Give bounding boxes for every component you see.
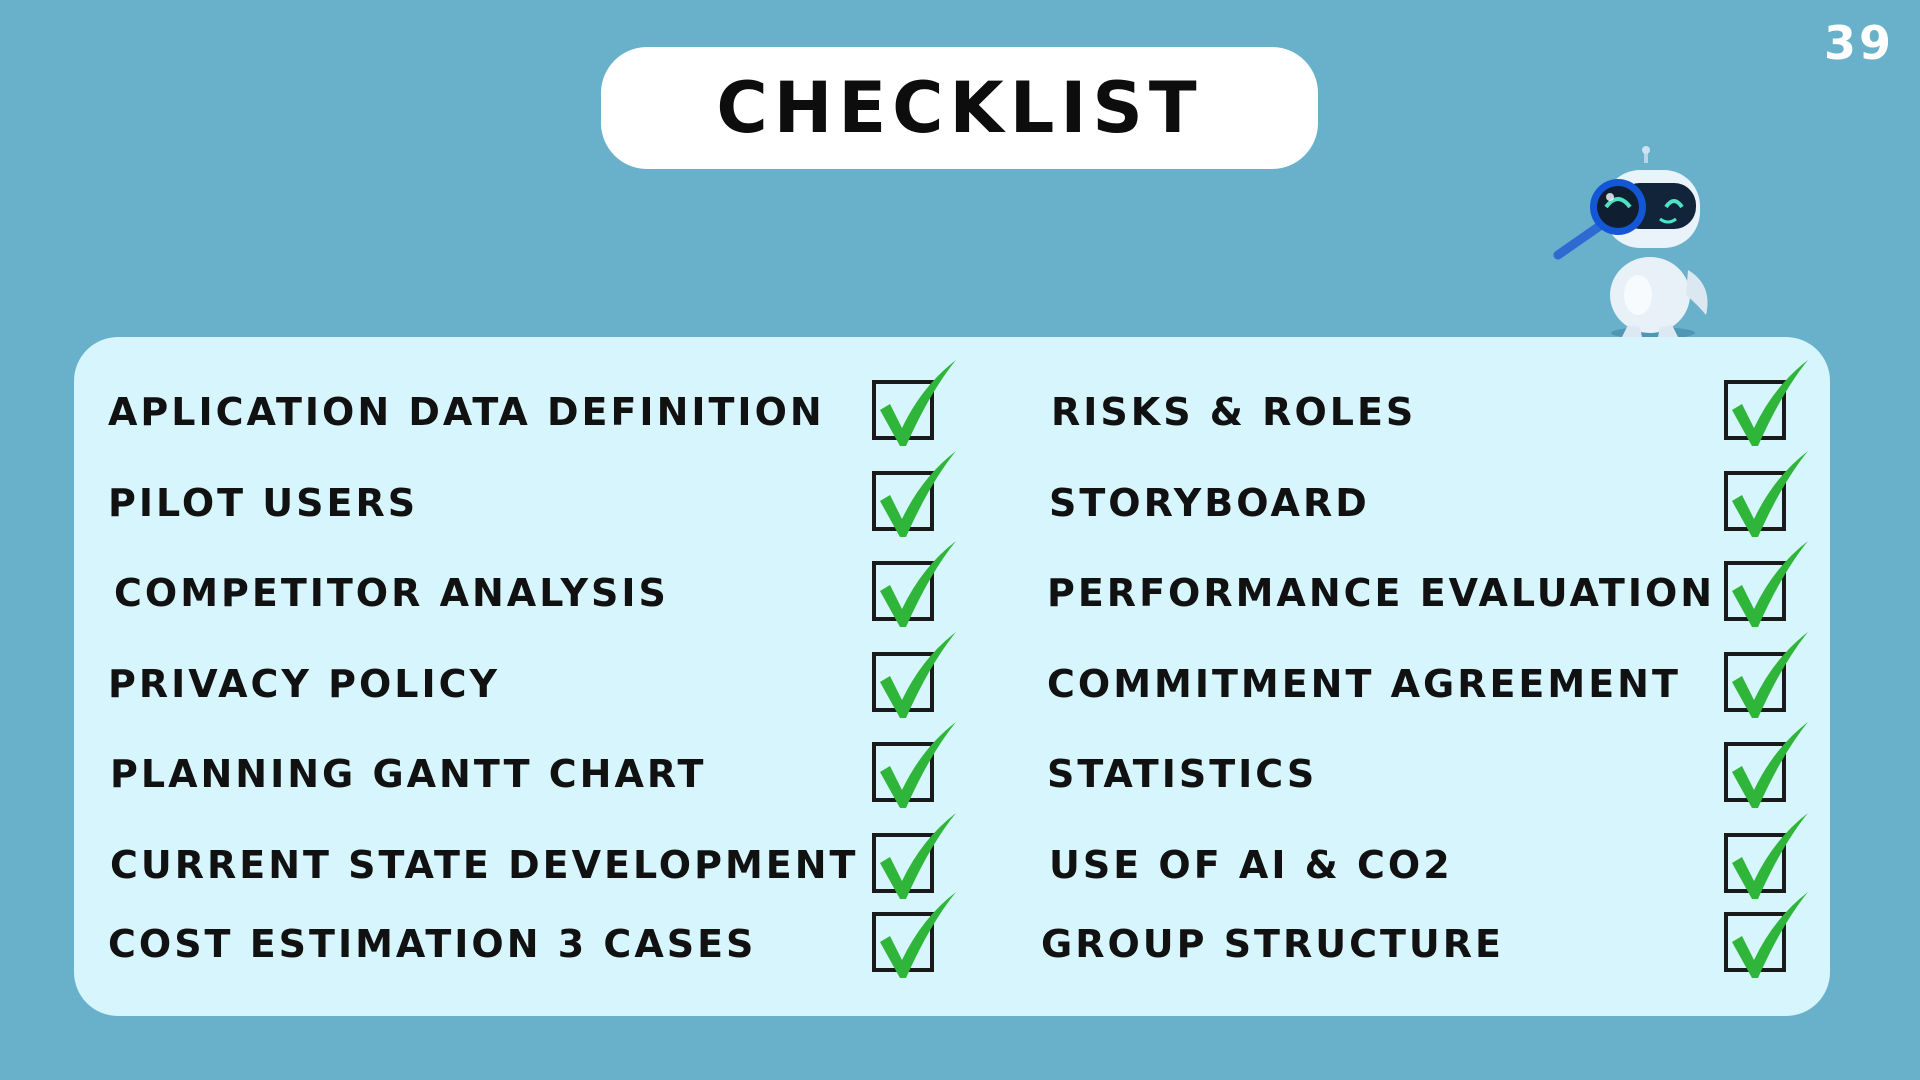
robot-magnifier-icon	[1553, 146, 1708, 339]
checked-box-icon[interactable]	[870, 358, 960, 454]
checklist-item: COMMITMENT AGREEMENT	[1047, 654, 1681, 714]
checked-box-icon[interactable]	[1722, 449, 1812, 545]
checklist-item: STORYBOARD	[1049, 473, 1370, 533]
checked-box-icon[interactable]	[870, 449, 960, 545]
checklist-item: APLICATION DATA DEFINITION	[108, 382, 825, 442]
checked-box-icon[interactable]	[870, 630, 960, 726]
checked-box-icon[interactable]	[1722, 539, 1812, 635]
checked-box-icon[interactable]	[1722, 890, 1812, 986]
checklist-item-label: PERFORMANCE EVALUATION	[1047, 571, 1716, 615]
checklist-item: STATISTICS	[1047, 744, 1317, 804]
checklist-item: CURRENT STATE DEVELOPMENT	[110, 835, 858, 895]
checklist-item: USE OF AI & CO2	[1049, 835, 1453, 895]
checklist-item: GROUP STRUCTURE	[1041, 914, 1504, 974]
checklist-item: COMPETITOR ANALYSIS	[114, 563, 669, 623]
checked-box-icon[interactable]	[870, 720, 960, 816]
checklist-item-label: RISKS & ROLES	[1051, 390, 1417, 434]
page-title: CHECKLIST	[716, 67, 1203, 149]
checked-box-icon[interactable]	[1722, 358, 1812, 454]
checklist-item: PLANNING GANTT CHART	[110, 744, 706, 804]
checklist-item-label: GROUP STRUCTURE	[1041, 922, 1504, 966]
checked-box-icon[interactable]	[1722, 720, 1812, 816]
checklist-item-label: COMPETITOR ANALYSIS	[114, 571, 669, 615]
checklist-item: RISKS & ROLES	[1051, 382, 1416, 442]
page-number: 39	[1823, 16, 1894, 70]
checklist-item-label: STATISTICS	[1047, 752, 1318, 796]
checklist-item-label: PRIVACY POLICY	[108, 662, 501, 706]
checked-box-icon[interactable]	[1722, 630, 1812, 726]
checklist-item: PRIVACY POLICY	[108, 654, 500, 714]
checklist-item: COST ESTIMATION 3 CASES	[108, 914, 756, 974]
checklist-item-label: APLICATION DATA DEFINITION	[108, 390, 825, 434]
checklist-item-label: STORYBOARD	[1049, 481, 1370, 525]
checklist-item-label: COMMITMENT AGREEMENT	[1047, 662, 1681, 706]
checklist-panel	[74, 337, 1830, 1016]
checked-box-icon[interactable]	[870, 811, 960, 907]
checklist-item-label: USE OF AI & CO2	[1049, 843, 1453, 887]
checklist-item-label: CURRENT STATE DEVELOPMENT	[110, 843, 859, 887]
checklist-item: PERFORMANCE EVALUATION	[1047, 563, 1715, 623]
checklist-item-label: PILOT USERS	[108, 481, 419, 525]
checked-box-icon[interactable]	[870, 890, 960, 986]
checklist-item-label: PLANNING GANTT CHART	[110, 752, 707, 796]
checked-box-icon[interactable]	[1722, 811, 1812, 907]
checklist-item-label: COST ESTIMATION 3 CASES	[108, 922, 757, 966]
title-pill: CHECKLIST	[601, 47, 1318, 169]
checked-box-icon[interactable]	[870, 539, 960, 635]
checklist-item: PILOT USERS	[108, 473, 418, 533]
